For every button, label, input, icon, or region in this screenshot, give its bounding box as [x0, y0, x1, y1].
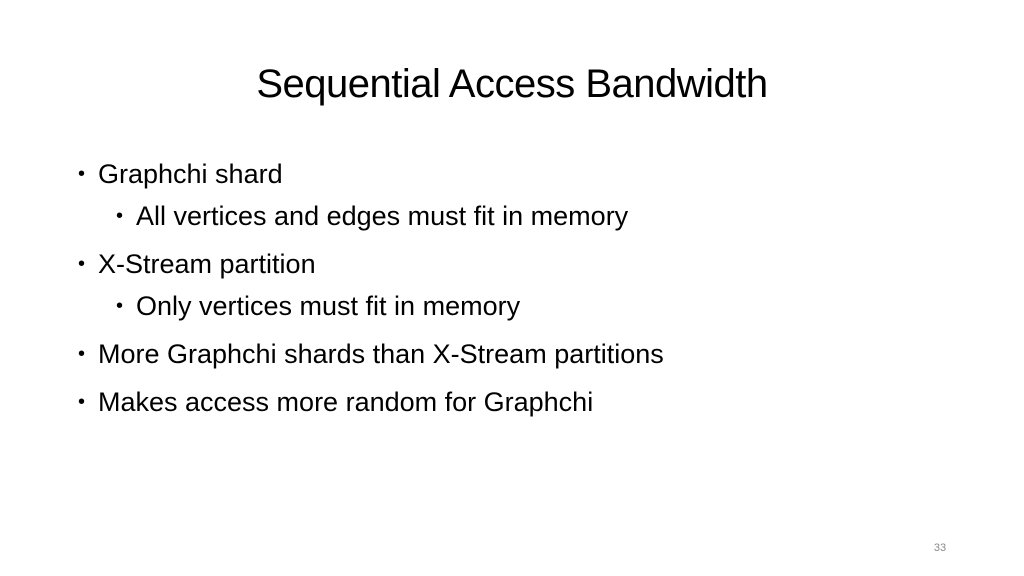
bullet-item: • Makes access more random for Graphchi	[78, 384, 958, 420]
bullet-text: All vertices and edges must fit in memor…	[136, 201, 629, 231]
bullet-text: More Graphchi shards than X-Stream parti…	[98, 339, 664, 369]
bullet-glyph: •	[78, 343, 86, 365]
bullet-glyph: •	[116, 295, 124, 317]
bullet-text: X-Stream partition	[98, 249, 316, 279]
slide-number: 33	[933, 542, 947, 554]
bullet-glyph: •	[116, 205, 124, 227]
bullet-text: Graphchi shard	[98, 159, 283, 189]
sub-bullet-item: • Only vertices must fit in memory	[116, 288, 958, 324]
bullet-item: • X-Stream partition	[78, 246, 958, 282]
bullet-glyph: •	[78, 253, 86, 275]
bullet-item: • More Graphchi shards than X-Stream par…	[78, 336, 958, 372]
bullet-glyph: •	[78, 163, 86, 185]
bullet-text: Only vertices must fit in memory	[136, 291, 521, 321]
bullet-list: • Graphchi shard • All vertices and edge…	[78, 156, 958, 420]
sub-bullet-item: • All vertices and edges must fit in mem…	[116, 198, 958, 234]
bullet-text: Makes access more random for Graphchi	[98, 387, 594, 417]
bullet-item: • Graphchi shard	[78, 156, 958, 192]
slide-title: Sequential Access Bandwidth	[256, 62, 768, 106]
bullet-glyph: •	[78, 391, 86, 413]
